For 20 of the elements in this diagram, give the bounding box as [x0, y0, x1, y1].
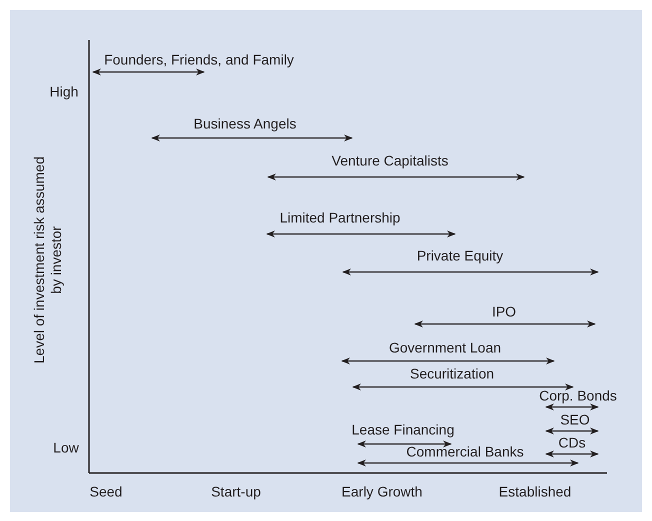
financing-source-label: SEO [560, 412, 590, 428]
axis-title: Level of investment risk assumed by investor [31, 156, 65, 366]
financing-source-label: Business Angels [194, 116, 296, 132]
financing-source-label: Corp. Bonds [539, 388, 617, 404]
financing-source-label: Securitization [410, 366, 494, 382]
axis-tick-label: Seed [90, 484, 122, 500]
financing-source-label: Commercial Banks [406, 444, 524, 460]
axis-level-label: High [50, 84, 78, 100]
axis-tick-label: Early Growth [342, 484, 422, 500]
axis-tick-label: Start-up [211, 484, 261, 500]
financing-source-label: Government Loan [388, 340, 502, 356]
axis-level-label: Low [53, 440, 79, 456]
financing-source-label: CDs [558, 434, 586, 452]
axis-tick-label: Established [498, 484, 572, 500]
financing-source-label: IPO [492, 304, 516, 320]
financing-source-label: Private Equity [416, 248, 504, 264]
financing-source-label: Venture Capitalists [332, 152, 448, 170]
financing-source-label: Lease Financing [352, 422, 454, 438]
financing-source-label: Founders, Friends, and Family [104, 52, 294, 68]
financing-source-label: Limited Partnership [280, 210, 400, 226]
